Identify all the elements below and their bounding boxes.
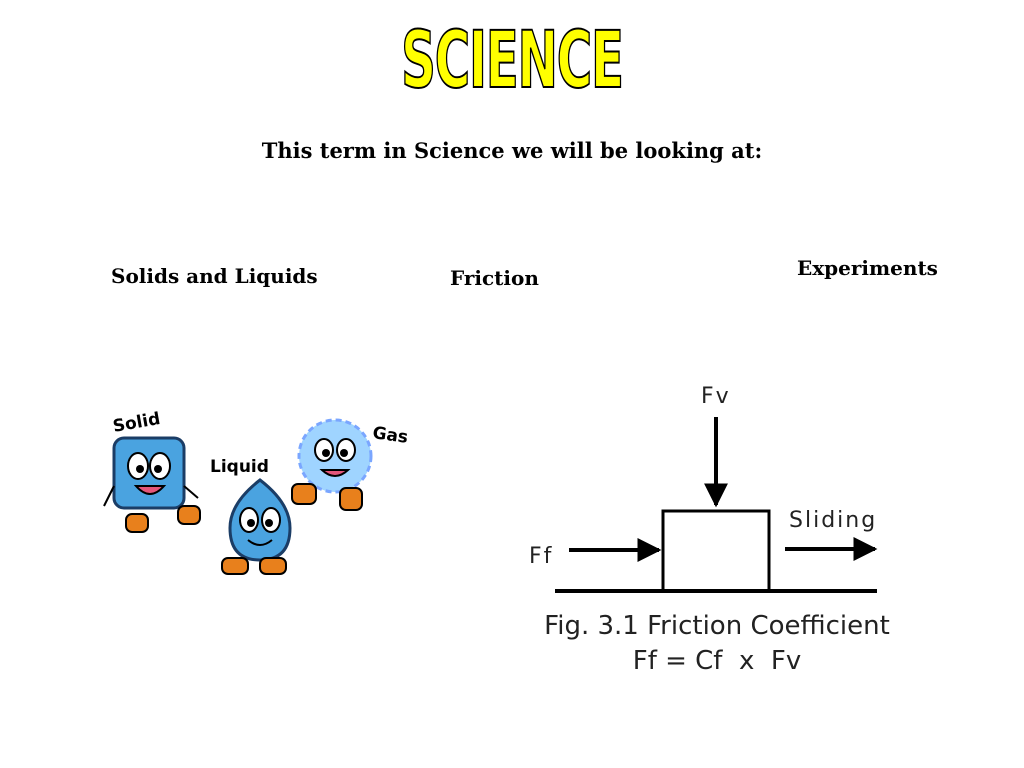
fv-label: Fv (701, 384, 731, 409)
friction-diagram: Fv Ff Sliding Fig. 3.1 Friction Coeffici… (529, 384, 890, 676)
solid-label: Solid (111, 409, 161, 437)
ff-label: Ff (529, 544, 553, 569)
block (661, 509, 771, 593)
states-of-matter-illustration: Solid Liquid Gas (103, 409, 409, 575)
sliding-label: Sliding (789, 508, 877, 533)
page-subtitle: This term in Science we will be looking … (261, 138, 763, 163)
liquid-label: Liquid (210, 457, 269, 477)
liquid-character: Liquid (210, 457, 292, 575)
gas-character: Gas (291, 418, 409, 511)
gas-label: Gas (371, 423, 409, 448)
page-title: SCIENCE (401, 16, 625, 106)
friction-formula: Ff = Cf x Fv (633, 646, 802, 676)
topic-friction: Friction (450, 266, 539, 290)
topic-experiments: Experiments (797, 256, 938, 280)
solid-character: Solid (103, 409, 201, 533)
diagram-caption: Fig. 3.1 Friction Coefficient (544, 611, 890, 641)
topic-solids-and-liquids: Solids and Liquids (111, 264, 318, 288)
